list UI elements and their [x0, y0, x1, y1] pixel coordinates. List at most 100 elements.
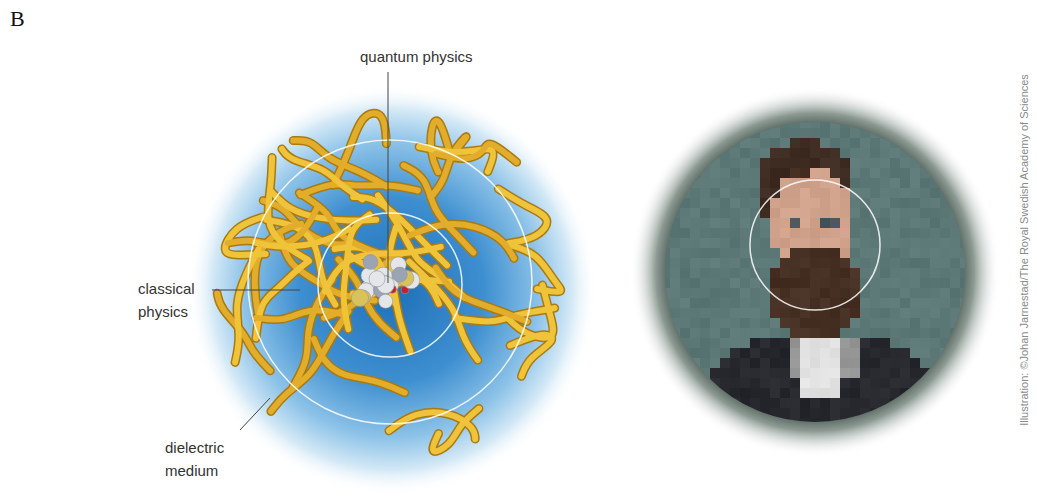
pixel: [860, 258, 870, 268]
pixel: [910, 378, 920, 388]
pixel: [920, 148, 930, 158]
pixel: [830, 318, 840, 328]
pixel: [760, 378, 770, 388]
pixel: [840, 368, 850, 378]
pixel: [720, 158, 730, 168]
pixel: [860, 178, 870, 188]
pixel: [760, 308, 770, 318]
pixel: [830, 408, 840, 418]
pixel: [810, 258, 820, 268]
pixel: [830, 248, 840, 258]
pixel: [910, 128, 920, 138]
pixel: [890, 388, 900, 398]
pixel: [940, 158, 950, 168]
pixel: [750, 198, 760, 208]
pixel: [820, 378, 830, 388]
pixel: [840, 388, 850, 398]
pixel: [750, 118, 760, 128]
pixel: [830, 378, 840, 388]
pixel: [820, 278, 830, 288]
pixel: [830, 118, 840, 128]
pixel: [820, 408, 830, 418]
pixel: [710, 308, 720, 318]
pixel: [910, 358, 920, 368]
pixel: [690, 408, 700, 418]
pixel: [780, 288, 790, 298]
pixel: [730, 148, 740, 158]
pixel: [730, 328, 740, 338]
pixel: [690, 258, 700, 268]
pixel: [860, 218, 870, 228]
pixel: [730, 288, 740, 298]
pixel: [690, 378, 700, 388]
pixel: [920, 228, 930, 238]
pixel: [950, 318, 960, 328]
pixel: [930, 378, 940, 388]
pixel: [920, 188, 930, 198]
pixel: [680, 408, 690, 418]
pixel: [960, 258, 970, 268]
pixel: [680, 368, 690, 378]
pixel: [720, 178, 730, 188]
pixel: [800, 418, 810, 428]
pixel: [800, 288, 810, 298]
pixel: [940, 298, 950, 308]
pixel: [760, 128, 770, 138]
pixel: [730, 398, 740, 408]
pixel: [810, 388, 820, 398]
pixel: [800, 318, 810, 328]
pixel: [760, 418, 770, 428]
pixel: [710, 248, 720, 258]
pixel: [770, 368, 780, 378]
pixel: [940, 348, 950, 358]
pixel: [660, 238, 670, 248]
pixel: [740, 308, 750, 318]
pixel: [760, 158, 770, 168]
pixel: [690, 358, 700, 368]
pixel: [940, 258, 950, 268]
pixel: [720, 138, 730, 148]
pixel: [670, 228, 680, 238]
pixel: [820, 228, 830, 238]
pixel: [820, 238, 830, 248]
pixel: [680, 338, 690, 348]
atom: [392, 267, 407, 282]
pixel: [660, 398, 670, 408]
pixel: [810, 128, 820, 138]
pixel: [660, 148, 670, 158]
pixel: [840, 318, 850, 328]
pixel: [700, 228, 710, 238]
pixel: [680, 248, 690, 258]
pixel: [910, 138, 920, 148]
pixel: [710, 178, 720, 188]
pixel: [820, 268, 830, 278]
pixel: [770, 258, 780, 268]
pixel: [780, 138, 790, 148]
pixel: [800, 118, 810, 128]
pixel: [850, 318, 860, 328]
pixel: [820, 218, 830, 228]
pixel: [750, 318, 760, 328]
protein-ribbons: [217, 113, 561, 451]
pixel: [750, 168, 760, 178]
pixel: [960, 138, 970, 148]
pixel: [880, 288, 890, 298]
pixel: [890, 348, 900, 358]
pixel: [740, 338, 750, 348]
pixel: [960, 118, 970, 128]
pixel: [860, 128, 870, 138]
pixel: [810, 118, 820, 128]
pixel: [770, 118, 780, 128]
pixel: [770, 128, 780, 138]
pixel: [730, 208, 740, 218]
pixel: [930, 418, 940, 428]
pixel: [830, 138, 840, 148]
pixel: [940, 218, 950, 228]
classical-boundary: [248, 140, 532, 424]
pixel: [780, 378, 790, 388]
pixel: [940, 408, 950, 418]
pixel: [890, 248, 900, 258]
pixel: [850, 368, 860, 378]
pixel: [680, 188, 690, 198]
pixel: [920, 238, 930, 248]
